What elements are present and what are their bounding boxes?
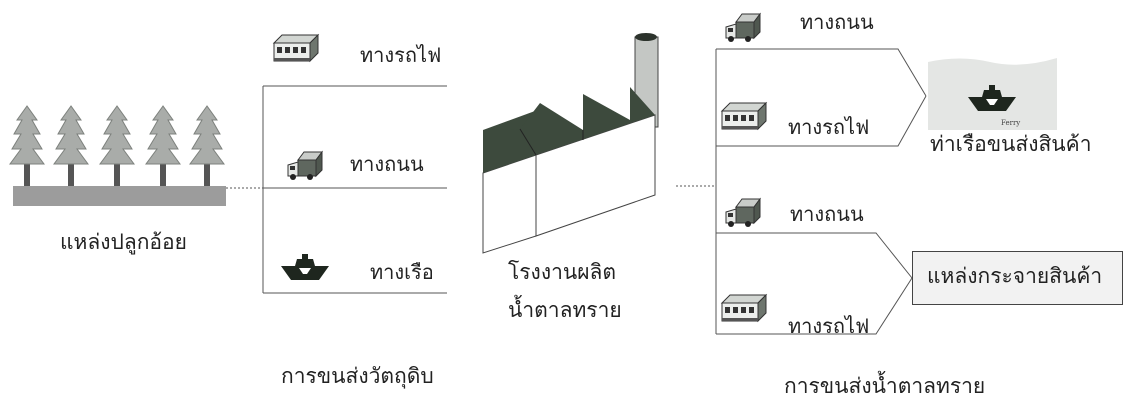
ship-icon xyxy=(281,254,329,280)
tree-icon xyxy=(53,105,89,187)
sugarcane-field xyxy=(9,105,226,206)
raw-ship-label: ทางเรือ xyxy=(370,260,434,284)
port-label: ท่าเรือขนส่งสินค้า xyxy=(930,132,1092,156)
ship-tag: Ferry xyxy=(1001,119,1020,127)
product-transport-lines xyxy=(676,48,927,335)
field-ground xyxy=(13,186,226,206)
train-icon xyxy=(721,102,767,130)
truck-icon xyxy=(725,198,761,228)
truck-icon xyxy=(725,13,761,43)
source-label: แหล่งปลูกอ้อย xyxy=(60,230,187,254)
factory-label-line2: น้ำตาลทราย xyxy=(508,298,622,322)
factory-icon xyxy=(482,33,659,254)
distribution-box xyxy=(912,251,1123,305)
factory-label-line1: โรงงานผลิต xyxy=(508,260,617,284)
product-transport-caption: การขนส่งน้ำตาลทราย xyxy=(784,374,986,398)
dist-rail-label: ทางรถไฟ xyxy=(788,314,870,338)
distribution-label: แหล่งกระจายสินค้า xyxy=(927,264,1103,288)
raw-transport-caption: การขนส่งวัตถุดิบ xyxy=(281,364,434,388)
port-icon: Ferry xyxy=(928,58,1057,130)
train-icon xyxy=(721,294,767,322)
tree-icon xyxy=(189,105,225,187)
train-icon xyxy=(273,34,319,62)
raw-rail-label: ทางรถไฟ xyxy=(360,43,442,67)
truck-icon xyxy=(287,151,323,181)
dist-road-label: ทางถนน xyxy=(790,202,864,226)
raw-road-label: ทางถนน xyxy=(350,152,424,176)
tree-icon xyxy=(145,105,181,187)
tree-icon xyxy=(99,105,135,187)
tree-icon xyxy=(9,105,45,187)
port-rail-label: ทางรถไฟ xyxy=(788,115,870,139)
raw-transport-lines xyxy=(226,85,447,294)
port-road-label: ทางถนน xyxy=(800,10,874,34)
